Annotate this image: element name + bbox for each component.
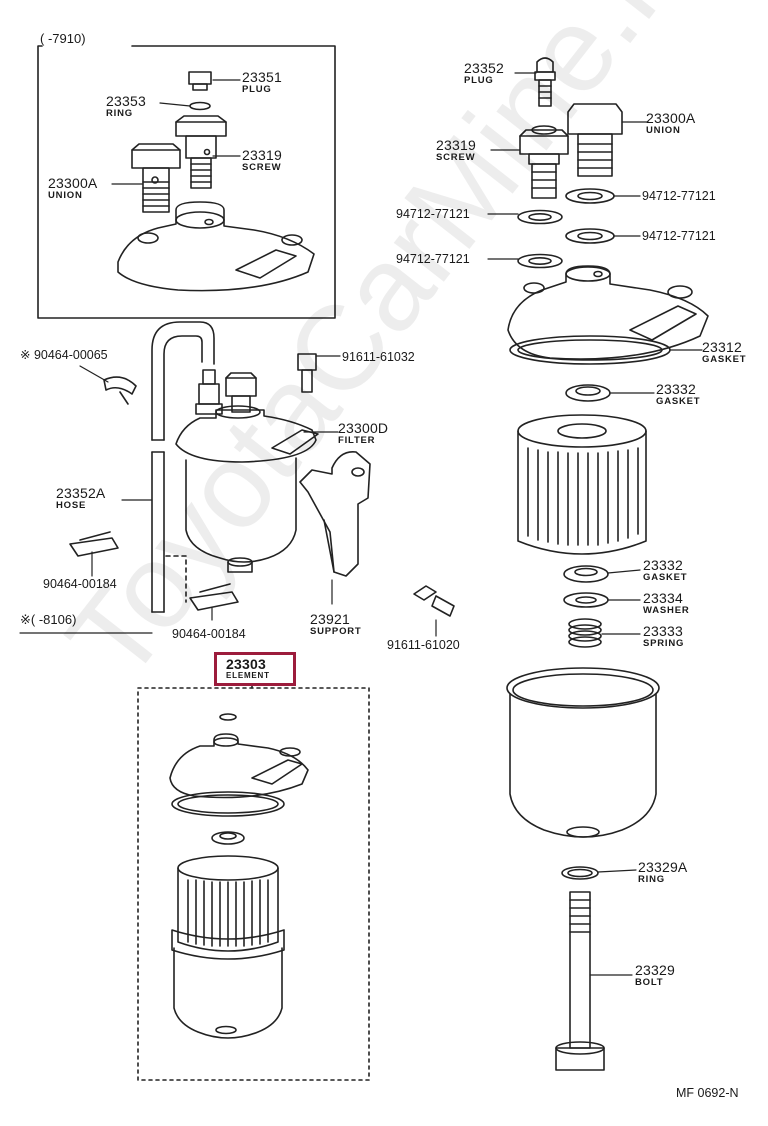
callout-number: 23329A xyxy=(638,859,688,875)
callout-name: PLUG xyxy=(242,84,272,95)
callout-number: 23303 xyxy=(226,656,266,672)
callout-number: 90464-00184 xyxy=(172,627,246,641)
callout-number: 94712-77121 xyxy=(396,252,470,266)
right-stack-parts xyxy=(506,57,709,1071)
callout-23333[interactable]: 23333 SPRING xyxy=(643,624,684,649)
callout-number: 91611-61032 xyxy=(342,350,415,364)
callout-23300D[interactable]: 23300D FILTER xyxy=(338,421,388,446)
callout-23329[interactable]: 23329 BOLT xyxy=(635,963,675,988)
callout-90464-00184-a[interactable]: 90464-00184 xyxy=(43,578,117,591)
callout-23319-right[interactable]: 23319 SCREW xyxy=(436,138,476,163)
callout-94712-77121-b[interactable]: 94712-77121 xyxy=(396,208,470,221)
callout-name: WASHER xyxy=(643,605,690,616)
callout-name: BOLT xyxy=(635,977,664,988)
callout-name: ELEMENT xyxy=(226,671,270,680)
callout-name: GASKET xyxy=(656,396,701,407)
callout-number: 94712-77121 xyxy=(396,207,470,221)
leaders-middle xyxy=(79,355,437,637)
callout-23300A-inset[interactable]: 23300A UNION xyxy=(48,176,97,201)
callout-name: HOSE xyxy=(56,500,87,511)
callout-number: 23319 xyxy=(436,137,476,153)
inset-top-parts xyxy=(117,71,315,292)
callout-name: FILTER xyxy=(338,435,376,446)
callout-number: 23312 xyxy=(702,339,742,355)
callout-name: RING xyxy=(106,108,133,119)
callout-23319[interactable]: 23319 SCREW xyxy=(242,148,282,173)
middle-assembly-parts xyxy=(69,321,455,617)
inset-mid-range-label: ※( -8106) xyxy=(20,612,77,627)
callout-23351[interactable]: 23351 PLUG xyxy=(242,70,282,95)
callout-name: RING xyxy=(638,874,665,885)
callout-number: 23332 xyxy=(656,381,696,397)
callout-number: ※ 90464-00065 xyxy=(20,348,108,362)
callout-23303: 23303 ELEMENT xyxy=(226,657,270,680)
callout-number: 94712-77121 xyxy=(642,189,716,203)
figure-code: MF 0692-N xyxy=(676,1086,739,1100)
leaders-top-left xyxy=(111,79,241,185)
callout-name: SPRING xyxy=(643,638,685,649)
callout-number: 23351 xyxy=(242,69,282,85)
callout-number: 23300A xyxy=(48,175,98,191)
callout-23334[interactable]: 23334 WASHER xyxy=(643,591,690,616)
highlight-23303[interactable]: 23303 ELEMENT xyxy=(214,652,296,686)
callout-number: 23352A xyxy=(56,485,106,501)
callout-23329A[interactable]: 23329A RING xyxy=(638,860,687,885)
callout-name: PLUG xyxy=(464,75,494,86)
callout-name: GASKET xyxy=(643,572,688,583)
callout-name: UNION xyxy=(48,190,83,201)
callout-number: 23319 xyxy=(242,147,282,163)
callout-23332-top[interactable]: 23332 GASKET xyxy=(656,382,700,407)
callout-number: 23329 xyxy=(635,962,675,978)
element-dashed-box xyxy=(137,679,370,1081)
callout-94712-77121-d[interactable]: 94712-77121 xyxy=(396,253,470,266)
callout-number: 23300D xyxy=(338,420,389,436)
callout-23300A-right[interactable]: 23300A UNION xyxy=(646,111,695,136)
callout-23353[interactable]: 23353 RING xyxy=(106,94,146,119)
callout-name: SUPPORT xyxy=(310,626,362,637)
callout-number: 23332 xyxy=(643,557,683,573)
callout-name: SCREW xyxy=(242,162,282,173)
callout-number: 23353 xyxy=(106,93,146,109)
callout-number: 91611-61020 xyxy=(387,638,460,652)
callout-91611-61032[interactable]: 91611-61032 xyxy=(342,351,415,364)
callout-23352A[interactable]: 23352A HOSE xyxy=(56,486,105,511)
callout-name: GASKET xyxy=(702,354,747,365)
inset-frame-top xyxy=(37,45,336,319)
callout-94712-77121-a[interactable]: 94712-77121 xyxy=(642,190,716,203)
callout-number: 90464-00184 xyxy=(43,577,117,591)
callout-23921[interactable]: 23921 SUPPORT xyxy=(310,612,362,637)
callout-name: UNION xyxy=(646,125,681,136)
inset-top-range-label: ( -7910) xyxy=(40,31,86,46)
callout-number: 94712-77121 xyxy=(642,229,716,243)
callout-number: 23333 xyxy=(643,623,683,639)
callout-number: 23352 xyxy=(464,60,504,76)
callout-23312[interactable]: 23312 GASKET xyxy=(702,340,746,365)
callout-name: SCREW xyxy=(436,152,476,163)
element-set-parts xyxy=(169,713,309,1039)
callout-90464-00184-b[interactable]: 90464-00184 xyxy=(172,628,246,641)
callout-23352[interactable]: 23352 PLUG xyxy=(464,61,504,86)
callout-90464-00065[interactable]: ※ 90464-00065 xyxy=(20,349,108,362)
callout-number: 23334 xyxy=(643,590,683,606)
leaders-right xyxy=(487,72,703,976)
callout-94712-77121-c[interactable]: 94712-77121 xyxy=(642,230,716,243)
callout-91611-61020[interactable]: 91611-61020 xyxy=(387,639,460,652)
callout-number: 23921 xyxy=(310,611,350,627)
callout-number: 23300A xyxy=(646,110,696,126)
callout-23332-lower[interactable]: 23332 GASKET xyxy=(643,558,687,583)
